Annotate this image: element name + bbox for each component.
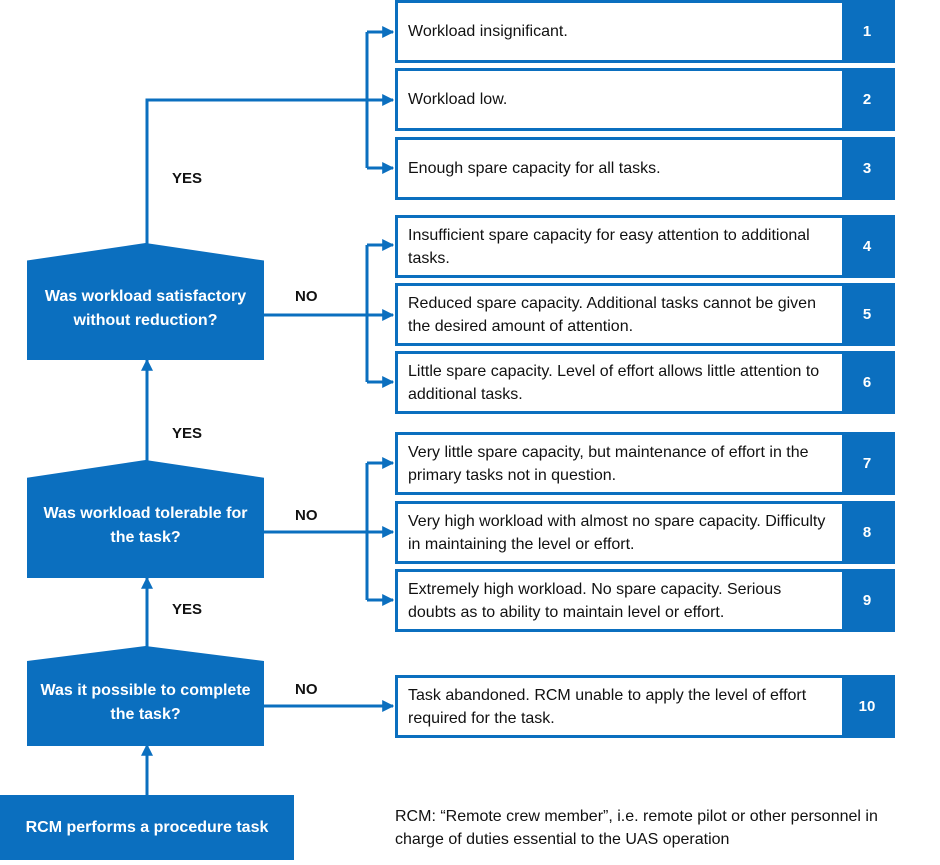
rating-box-9: Extremely high workload. No spare capaci… bbox=[395, 569, 895, 632]
rating-text: Workload insignificant. bbox=[408, 23, 568, 40]
question-possible-text: Was it possible to complete the task? bbox=[40, 682, 251, 723]
rating-box-4: Insufficient spare capacity for easy att… bbox=[395, 215, 895, 278]
rating-text: Little spare capacity. Level of effort a… bbox=[408, 362, 820, 403]
rating-text: Task abandoned. RCM unable to apply the … bbox=[408, 686, 807, 727]
rating-number: 2 bbox=[842, 71, 892, 128]
rating-text: Very little spare capacity, but maintena… bbox=[408, 443, 809, 484]
start-box: RCM performs a procedure task bbox=[0, 795, 294, 860]
rating-number: 6 bbox=[842, 354, 892, 411]
rating-text: Workload low. bbox=[408, 91, 508, 108]
rating-box-5: Reduced spare capacity. Additional tasks… bbox=[395, 283, 895, 346]
rating-box-1: Workload insignificant. 1 bbox=[395, 0, 895, 63]
rating-box-8: Very high workload with almost no spare … bbox=[395, 501, 895, 564]
rating-number: 10 bbox=[842, 678, 892, 735]
yes-label-satisfactory: YES bbox=[172, 170, 203, 187]
rating-number: 8 bbox=[842, 504, 892, 561]
rating-text: Reduced spare capacity. Additional tasks… bbox=[408, 294, 816, 335]
rating-number: 4 bbox=[842, 218, 892, 275]
no-label-possible: NO bbox=[295, 681, 318, 698]
question-satisfactory-text: Was workload satisfactory without reduct… bbox=[44, 287, 247, 329]
rating-number: 7 bbox=[842, 435, 892, 492]
rating-text: Insufficient spare capacity for easy att… bbox=[408, 226, 810, 267]
question-tolerable-text: Was workload tolerable for the task? bbox=[43, 505, 248, 546]
rating-text: Very high workload with almost no spare … bbox=[408, 512, 826, 553]
rating-box-6: Little spare capacity. Level of effort a… bbox=[395, 351, 895, 414]
rating-box-3: Enough spare capacity for all tasks. 3 bbox=[395, 137, 895, 200]
rating-number: 1 bbox=[842, 3, 892, 60]
rating-box-2: Workload low. 2 bbox=[395, 68, 895, 131]
rcm-footnote: RCM: “Remote crew member”, i.e. remote p… bbox=[395, 808, 878, 848]
rating-text: Enough spare capacity for all tasks. bbox=[408, 160, 661, 177]
no-label-satisfactory: NO bbox=[295, 288, 318, 305]
yes-label-possible: YES bbox=[172, 601, 203, 618]
rating-number: 5 bbox=[842, 286, 892, 343]
start-box-text: RCM performs a procedure task bbox=[25, 818, 269, 836]
rating-box-7: Very little spare capacity, but maintena… bbox=[395, 432, 895, 495]
rating-number: 9 bbox=[842, 572, 892, 629]
yes-label-tolerable: YES bbox=[172, 425, 203, 442]
no-label-tolerable: NO bbox=[295, 507, 318, 524]
question-tolerable: Was workload tolerable for the task? bbox=[27, 460, 264, 578]
question-possible: Was it possible to complete the task? bbox=[27, 646, 264, 746]
rating-box-10: Task abandoned. RCM unable to apply the … bbox=[395, 675, 895, 738]
question-satisfactory: Was workload satisfactory without reduct… bbox=[27, 243, 264, 360]
rating-number: 3 bbox=[842, 140, 892, 197]
rating-text: Extremely high workload. No spare capaci… bbox=[408, 580, 782, 621]
